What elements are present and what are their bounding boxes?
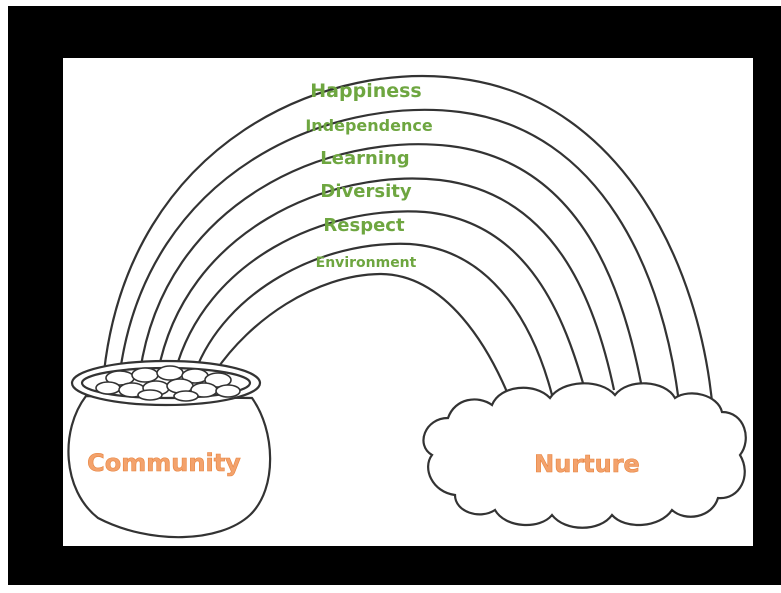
cloud xyxy=(422,382,747,529)
cloud-label: Nurture xyxy=(534,450,640,478)
band-label-independence: Independence xyxy=(305,116,433,135)
rainbow-arc-4 xyxy=(156,177,616,391)
rainbow-arc-6 xyxy=(193,242,554,396)
band-label-learning: Learning xyxy=(320,148,409,169)
rainbow-arcs xyxy=(102,74,715,413)
band-label-diversity: Diversity xyxy=(320,181,411,202)
band-label-respect: Respect xyxy=(323,215,405,236)
rainbow-arc-1 xyxy=(102,74,715,413)
pot-of-gold xyxy=(67,359,272,539)
gold-coins xyxy=(95,365,241,402)
pot-body xyxy=(67,394,272,539)
pot-label: Community xyxy=(87,449,241,477)
rainbow-arc-2 xyxy=(118,108,682,413)
band-label-environment: Environment xyxy=(316,255,417,271)
rainbow-arc-3 xyxy=(138,143,647,406)
rainbow-arc-5 xyxy=(173,210,587,391)
band-label-happiness: Happiness xyxy=(310,80,421,102)
rainbow-arc-7 xyxy=(214,272,517,413)
